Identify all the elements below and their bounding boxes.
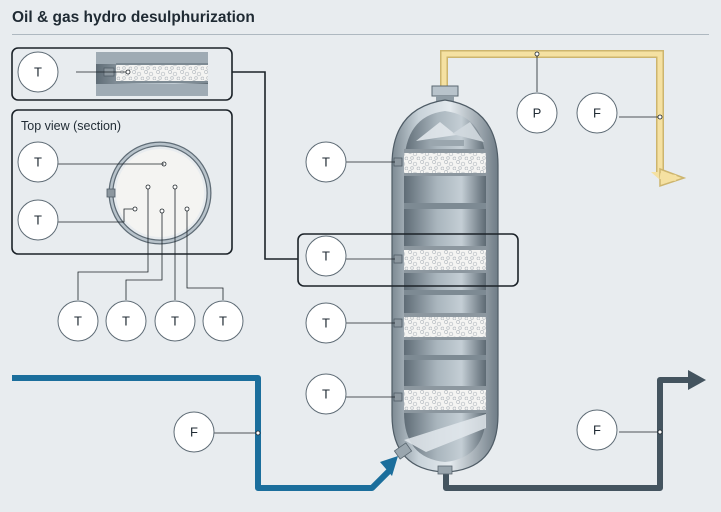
- detail-connector-line: [232, 71, 298, 260]
- topview-label: Top view (section): [21, 119, 122, 133]
- bottom-outlet-arrowhead: [688, 370, 706, 390]
- temperature-sensor-bottom-1[interactable]: T: [57, 300, 99, 342]
- line-tap-points: [255, 51, 663, 436]
- instrument-label: T: [322, 387, 330, 402]
- instrument-label: P: [533, 106, 542, 121]
- instrument-label: T: [322, 155, 330, 170]
- reactor-vessel: [391, 85, 499, 475]
- temperature-sensor-bed-4[interactable]: T: [305, 373, 347, 415]
- instrument-label: T: [322, 249, 330, 264]
- instrument-label: T: [34, 65, 42, 80]
- catalyst-bed-2: [404, 246, 486, 273]
- feed-arrowhead: [380, 456, 398, 476]
- topview-inset: [11, 109, 233, 255]
- temperature-sensor-bed-1[interactable]: T: [305, 141, 347, 183]
- instrument-label: T: [219, 314, 227, 329]
- feed-inlet-line: [12, 375, 398, 491]
- instrument-label: T: [322, 316, 330, 331]
- flow-sensor-outlet[interactable]: F: [576, 92, 618, 134]
- temperature-sensor-topview-center[interactable]: T: [17, 141, 59, 183]
- temperature-sensor-topview-wall[interactable]: T: [17, 199, 59, 241]
- instrument-label: T: [34, 213, 42, 228]
- instrument-label: F: [593, 423, 601, 438]
- flow-sensor-bottom-outlet[interactable]: F: [576, 409, 618, 451]
- instrument-label: F: [593, 106, 601, 121]
- pressure-sensor-outlet[interactable]: P: [516, 92, 558, 134]
- temperature-sensor-bottom-4[interactable]: T: [202, 300, 244, 342]
- temperature-sensor-bottom-3[interactable]: T: [154, 300, 196, 342]
- flow-sensor-inlet[interactable]: F: [173, 411, 215, 453]
- page-title: Oil & gas hydro desulphurization: [12, 9, 255, 26]
- instrument-label: T: [171, 314, 179, 329]
- instrument-label: F: [190, 425, 198, 440]
- temperature-sensor-bottom-2[interactable]: T: [105, 300, 147, 342]
- instrument-label: T: [74, 314, 82, 329]
- bottom-outlet-line: [443, 370, 706, 491]
- catalyst-bed-3: [404, 313, 486, 340]
- bed-highlight-frame: [297, 233, 519, 287]
- instrument-label: T: [34, 155, 42, 170]
- topview-leader-lines: [77, 189, 224, 300]
- catalyst-bed-1: [404, 149, 486, 176]
- temperature-sensor-bed-3[interactable]: T: [305, 302, 347, 344]
- temperature-sensor-bed-2[interactable]: T: [305, 235, 347, 277]
- instrument-bubbles: T T T T T T T T: [17, 51, 618, 453]
- reactor-leader-lines: [213, 54, 660, 434]
- title-divider: [12, 34, 709, 35]
- detail-inset: [11, 47, 233, 101]
- catalyst-bed-4: [404, 386, 486, 413]
- instrument-label: T: [122, 314, 130, 329]
- temperature-sensor-detail[interactable]: T: [17, 51, 59, 93]
